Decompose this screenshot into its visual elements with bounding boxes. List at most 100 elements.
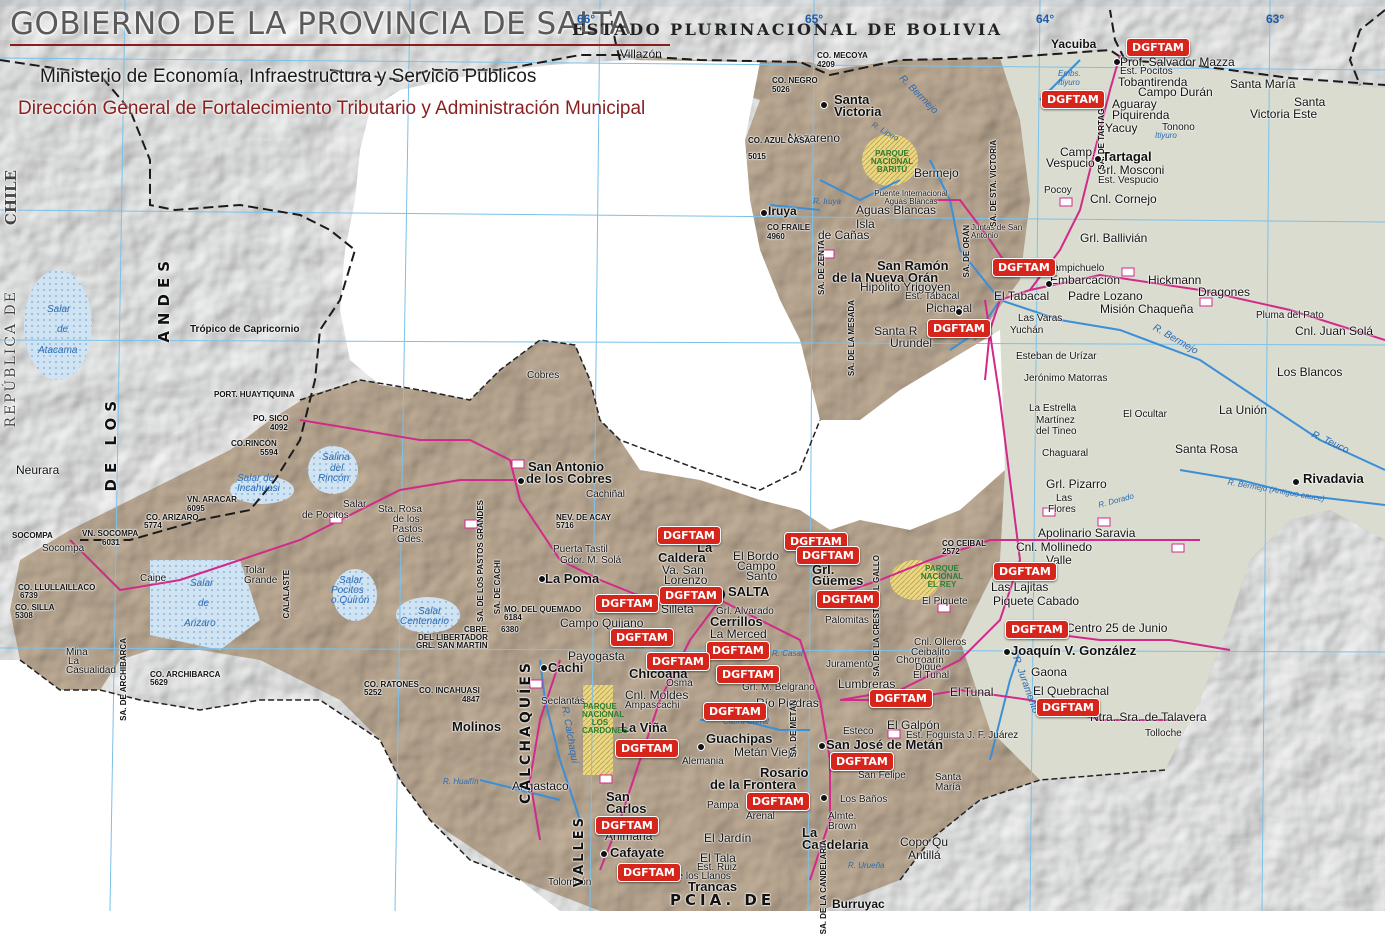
city-iruya[interactable]: Iruya [768,204,797,218]
place-el-bordo[interactable]: El Bordo [733,549,780,563]
city-la-candelaria-2[interactable]: Candelaria [802,837,869,852]
city-san-antonio-2[interactable]: de los Cobres [526,471,612,486]
city-yacuiba[interactable]: Yacuiba [1051,37,1097,51]
place-hickmann[interactable]: Hickmann [1148,273,1202,287]
place-isla-2[interactable]: de Cañas [818,228,870,242]
city-guemes-1[interactable]: Grl. [812,562,835,577]
place-el-jardin[interactable]: El Jardín [704,831,752,845]
town-dot-rosario[interactable] [820,794,828,802]
place-sta-rosa-2[interactable]: de los [393,514,420,525]
town-dot-iruya[interactable] [760,209,768,217]
place-aguaray[interactable]: Aguaray [1112,97,1157,111]
place-mina-2[interactable]: La [68,656,80,667]
place-almte-brown-1[interactable]: Almte. [828,811,857,822]
place-las-lajitas[interactable]: Las Lajitas [991,580,1049,594]
place-tolar-grande-1[interactable]: Tolar [244,565,266,576]
office-badge-pichanal[interactable]: DGFTAM [927,319,991,338]
office-badge-campo-quijano[interactable]: DGFTAM [610,628,674,647]
place-la-union[interactable]: La Unión [1219,403,1268,417]
place-grl-pizarro[interactable]: Grl. Pizarro [1046,477,1107,491]
place-olleros[interactable]: Cnl. Olleros [914,637,967,648]
city-cachi[interactable]: Cachi [548,660,584,675]
place-ceibalito[interactable]: Ceibalito [911,647,950,658]
place-santa-maria-s-2[interactable]: María [935,782,961,793]
place-esteban[interactable]: Esteban de Urízar [1016,351,1097,362]
place-esteco[interactable]: Esteco [843,726,874,737]
city-oran-1[interactable]: San Ramón [877,258,949,273]
city-tartagal[interactable]: Tartagal [1102,149,1152,164]
place-padre-lozano[interactable]: Padre Lozano [1068,289,1143,303]
place-campo-quijano[interactable]: Campo Quijano [560,616,644,630]
place-salvador-mazza[interactable]: Prof. Salvador Mazza [1120,55,1235,69]
office-badge-la-poma[interactable]: DGFTAM [595,594,659,613]
place-nazareno[interactable]: Nazareno [788,131,841,145]
place-palomitas[interactable]: Palomitas [825,615,869,626]
place-almte-brown-2[interactable]: Brown [828,821,857,832]
place-payogasta[interactable]: Payogasta [568,649,625,663]
place-campo-santo-2[interactable]: Santo [746,569,778,583]
place-grl-ballivian[interactable]: Grl. Ballivián [1080,231,1148,245]
office-badge-las-lajitas[interactable]: DGFTAM [993,562,1057,581]
office-badge-chicoana[interactable]: DGFTAM [646,652,710,671]
place-el-ocultar[interactable]: El Ocultar [1123,409,1167,420]
city-salta[interactable]: SALTA [728,584,770,599]
city-rosario-2[interactable]: de la Frontera [710,777,796,792]
place-centro-25[interactable]: Centro 25 de Junio [1066,621,1168,635]
place-cnl-moldes[interactable]: Cnl. Moldes [625,688,689,702]
place-el-galpon[interactable]: El Galpón [887,718,940,732]
place-jeronimo[interactable]: Jerónimo Matorras [1024,373,1108,384]
place-va-san-lorenzo-1[interactable]: Va. San [662,563,704,577]
office-badge-san-carlos[interactable]: DGFTAM [595,816,659,835]
city-la-vina[interactable]: La Viña [621,720,668,735]
place-tonono[interactable]: Tonono [1162,122,1195,133]
place-juramento[interactable]: Juramento [826,659,874,670]
place-los-banos[interactable]: Los Baños [840,794,888,805]
place-santa-maria-s-1[interactable]: Santa [935,772,962,783]
office-badge-aguaray[interactable]: DGFTAM [1041,90,1105,109]
place-pampa[interactable]: Pampa [707,800,739,811]
town-dot-cachi[interactable] [540,664,548,672]
place-copo-quile[interactable]: Copo Qu [900,835,949,849]
town-dot-cafayate[interactable] [600,850,608,858]
place-puente-int[interactable]: Puente Internacional Aguas Blancas [874,189,948,207]
place-sve-2[interactable]: Victoria Este [1250,107,1318,121]
place-tolloche[interactable]: Tolloche [1145,728,1182,739]
place-el-quebrachal[interactable]: El Quebrachal [1033,684,1110,698]
place-sta-rosa-1[interactable]: Sta. Rosa [378,504,422,515]
place-el-piquete[interactable]: El Piquete [922,596,968,607]
place-los-blancos[interactable]: Los Blancos [1277,365,1343,379]
place-martinez-2[interactable]: del Tineo [1036,426,1077,437]
office-badge-rio-piedras[interactable]: DGFTAM [716,665,780,684]
city-la-caldera-2[interactable]: Caldera [658,550,706,565]
place-salar-pocitos-1[interactable]: Salar [343,499,367,510]
place-isla-1[interactable]: Isla [856,217,875,231]
place-bermejo[interactable]: Bermejo [914,166,959,180]
office-badge-el-quebrachal[interactable]: DGFTAM [1036,698,1100,717]
place-foguista[interactable]: Est. Foguista J. F. Juárez [906,730,1019,741]
office-badge-metan[interactable]: DGFTAM [830,752,894,771]
office-badge-embarcacion[interactable]: DGFTAM [992,258,1056,277]
place-est-pocitos[interactable]: Est. Pocitos [1120,66,1173,77]
place-grl-mosconi[interactable]: Grl. Mosconi [1097,163,1165,177]
place-hipolito[interactable]: Hipólito Yrigoyen [860,280,951,294]
place-piquete-cabado[interactable]: Piquete Cabado [993,594,1080,608]
place-la-estrella[interactable]: La Estrella [1029,403,1077,414]
place-va-san-lorenzo-2[interactable]: Lorenzo [664,573,708,587]
office-badge-yacuiba[interactable]: DGFTAM [1126,38,1190,57]
place-pichanal[interactable]: Pichanal [926,301,973,315]
place-antilla[interactable]: Antillá [908,848,941,862]
office-badge-rosario[interactable]: DGFTAM [746,792,810,811]
place-piquirenda[interactable]: Piquirenda [1112,108,1170,122]
place-cachinal[interactable]: Cachiñal [586,489,625,500]
place-sve-1[interactable]: Santa [1294,95,1326,109]
city-santa-victoria-2[interactable]: Victoria [834,104,882,119]
place-seclantas[interactable]: Seclantás [541,696,585,707]
place-metan-viejo[interactable]: Metán Viejo [734,745,798,759]
place-dragones[interactable]: Dragones [1198,285,1251,299]
place-dique[interactable]: Dique [915,662,942,673]
place-el-tabacal[interactable]: El Tabacal [994,289,1050,303]
place-yacuy[interactable]: Yacuy [1105,121,1138,135]
city-metan[interactable]: San José de Metán [826,737,944,752]
place-mollinedo[interactable]: Cnl. Mollinedo [1016,540,1093,554]
place-campo-santo-1[interactable]: Campo [737,559,776,573]
